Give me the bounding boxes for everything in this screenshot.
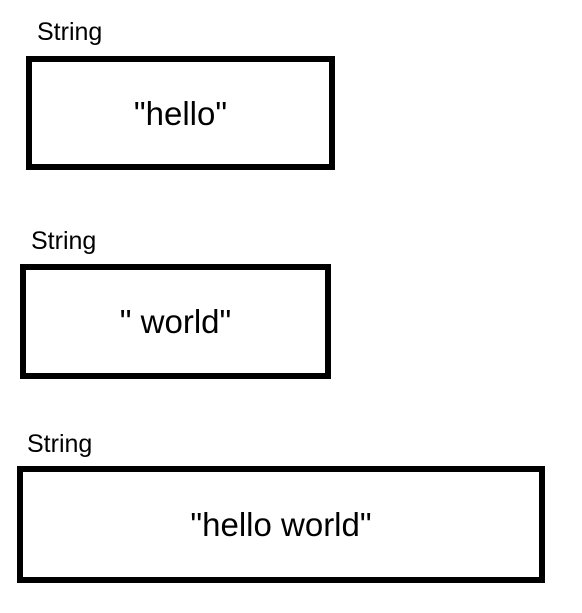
type-label-hello: String <box>37 18 103 46</box>
string-box-hello-world: "hello world" <box>17 466 545 583</box>
string-box-world: " world" <box>20 264 331 379</box>
string-value-hello: "hello" <box>133 94 228 132</box>
type-label-hello-world: String <box>27 430 93 458</box>
string-box-hello: "hello" <box>26 56 335 170</box>
type-label-world: String <box>31 227 97 255</box>
string-value-hello-world: "hello world" <box>190 506 372 543</box>
string-value-world: " world" <box>119 303 232 340</box>
